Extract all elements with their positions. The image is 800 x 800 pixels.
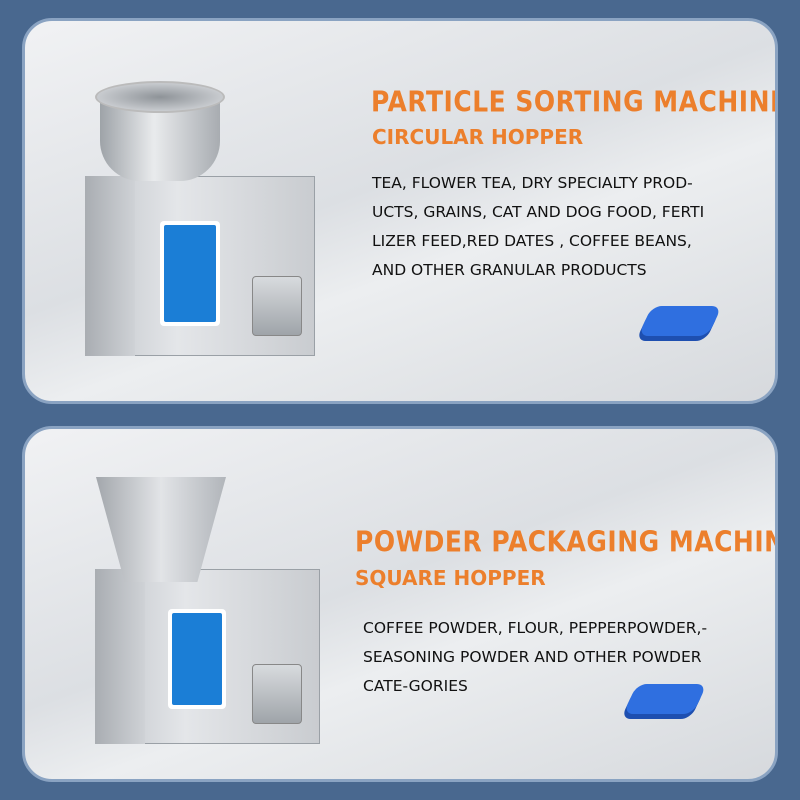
blue-pad-icon: [638, 306, 722, 336]
section-description: COFFEE POWDER, FLOUR, PEPPERPOWDER,- SEA…: [363, 619, 708, 695]
machine-image-square-hopper: [90, 474, 330, 774]
machine-image-circular-hopper: [80, 76, 320, 386]
section-powder-packaging: POWDER PACKAGING MACHINE SQUARE HOPPER C…: [22, 426, 778, 782]
section-subtitle: CIRCULAR HOPPER: [372, 125, 584, 149]
section-subtitle: SQUARE HOPPER: [355, 566, 546, 590]
section-title: PARTICLE SORTING MACHINE: [371, 84, 778, 119]
section-particle-sorting: PARTICLE SORTING MACHINE CIRCULAR HOPPER…: [22, 18, 778, 404]
section-title: POWDER PACKAGING MACHINE: [355, 524, 778, 559]
section-description: TEA, FLOWER TEA, DRY SPECIALTY PROD- UCT…: [372, 174, 705, 279]
blue-pad-icon: [623, 684, 707, 714]
